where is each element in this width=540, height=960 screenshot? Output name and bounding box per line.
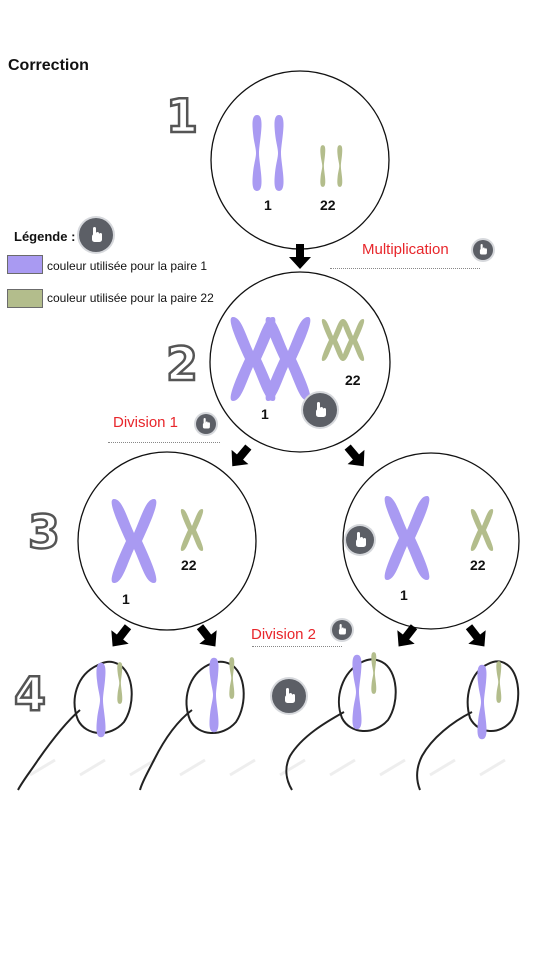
step-number-1: 1: [166, 89, 198, 143]
step-number-2: 2: [166, 337, 198, 391]
division1-hotspot[interactable]: [196, 414, 216, 434]
cell-step3-left: [77, 451, 257, 631]
step-number-3: 3: [28, 505, 60, 559]
hand-pointer-icon: [356, 532, 366, 547]
step-number-4: 4: [14, 667, 46, 721]
down-arrow-icon: [339, 439, 373, 474]
step-numbers: 1 2 3 4: [13, 88, 200, 723]
label-22-step3-left: 22: [181, 557, 197, 573]
hand-pointer-icon: [285, 688, 295, 703]
sperm-cell-4: [416, 660, 520, 791]
hand-pointer-icon: [316, 402, 326, 417]
label-22-step3-right: 22: [470, 557, 486, 573]
division2-underline: [252, 646, 342, 647]
multiplication-label: Multiplication: [362, 241, 449, 258]
hand-pointer-icon: [338, 624, 346, 635]
page-title: Correction: [8, 57, 89, 74]
background-watermark: [29, 758, 506, 777]
down-arrow-icon: [223, 439, 257, 474]
legend-label-pair22: couleur utilisée pour la paire 22: [47, 291, 214, 305]
division2-label: Division 2: [251, 626, 317, 643]
division2-hotspot[interactable]: [332, 620, 352, 640]
legend-title: Légende :: [14, 229, 76, 244]
label-1-step3-left: 1: [122, 591, 130, 607]
sperm-cell-1: [17, 660, 133, 791]
label-22-step2: 22: [345, 372, 361, 388]
down-arrow-icon: [460, 619, 494, 654]
legend-swatch-pair22: [7, 289, 43, 308]
hand-pointer-icon: [202, 418, 210, 429]
division1-label: Division 1: [113, 414, 179, 431]
sperm-cell-2: [139, 657, 245, 791]
down-arrow-icon: [103, 619, 137, 654]
multiplication-underline: [330, 268, 480, 269]
legend-label-pair1: couleur utilisée pour la paire 1: [47, 259, 208, 273]
division1-underline: [108, 442, 220, 443]
cell-step2: [209, 271, 391, 453]
label-22-step1: 22: [320, 197, 336, 213]
legend-hotspot[interactable]: [79, 218, 113, 252]
legend-swatch-pair1: [7, 255, 43, 274]
label-1-step3-right: 1: [400, 587, 408, 603]
step3-hotspot[interactable]: [346, 526, 374, 554]
multiplication-hotspot[interactable]: [473, 240, 493, 260]
hand-pointer-icon: [92, 227, 102, 242]
label-1-step2: 1: [261, 406, 269, 422]
hand-pointer-icon: [479, 244, 487, 255]
step2-hotspot[interactable]: [303, 393, 337, 427]
step4-hotspot[interactable]: [272, 679, 306, 713]
cell-step1: [210, 70, 390, 250]
label-1-step1: 1: [264, 197, 272, 213]
sperm-cell-3: [285, 652, 397, 791]
